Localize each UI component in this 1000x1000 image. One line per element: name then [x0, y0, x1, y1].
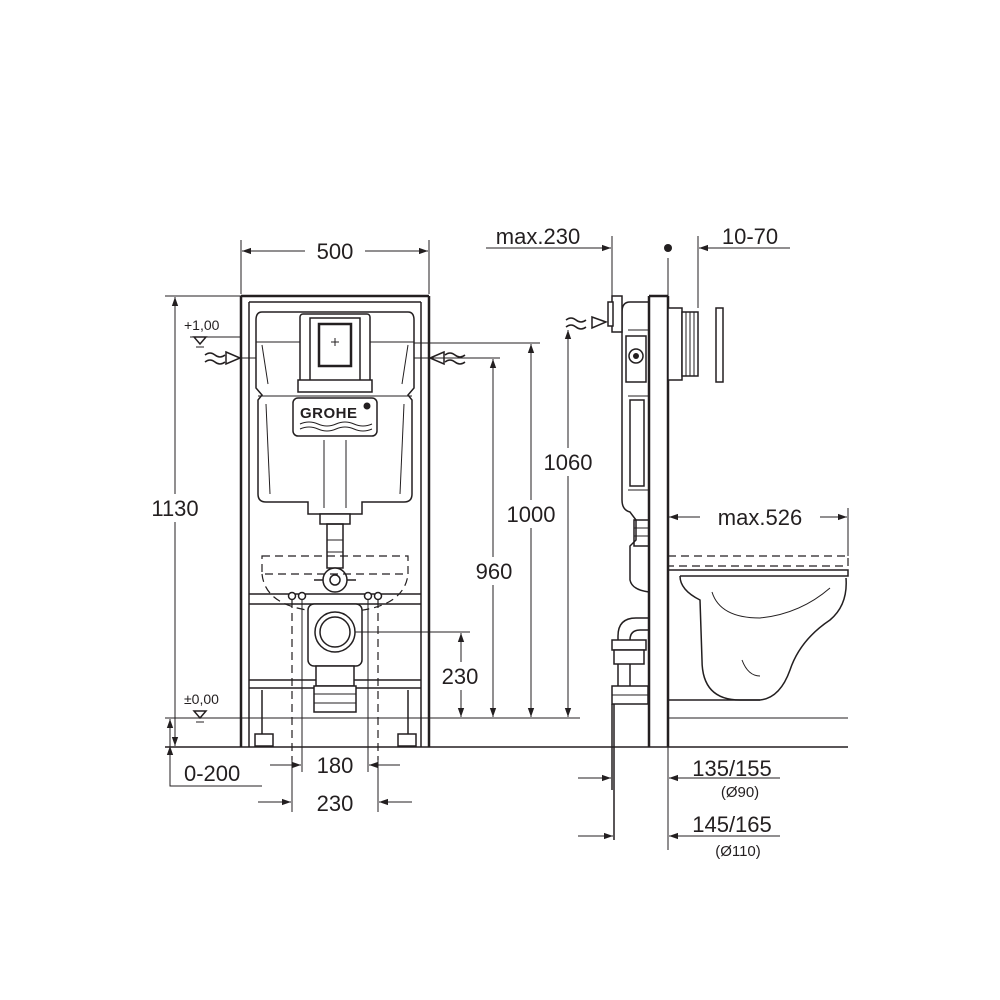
cistern [255, 311, 415, 515]
dimension-0-200: 0-200 [166, 719, 262, 787]
dimension-145-165: 145/165 (Ø110) [578, 812, 780, 860]
svg-text:1000: 1000 [507, 502, 556, 527]
svg-text:230: 230 [317, 791, 354, 816]
dimension-max230: max.230 [486, 224, 613, 296]
svg-text:(Ø110): (Ø110) [715, 843, 761, 860]
svg-text:(Ø90): (Ø90) [721, 784, 759, 801]
svg-text:1130: 1130 [151, 496, 198, 521]
dimension-max526: max.526 [669, 503, 849, 556]
front-view: GROHE [140, 238, 848, 816]
dimension-1060: 1060 [536, 330, 600, 717]
svg-text:GROHE: GROHE [300, 405, 358, 422]
svg-text:500: 500 [317, 239, 354, 264]
side-view: max.230 10-70 max.526 135/155 (Ø90) 145/… [486, 224, 849, 860]
svg-text:960: 960 [476, 559, 513, 584]
water-inlet-left [204, 350, 256, 366]
svg-text:10-70: 10-70 [722, 224, 778, 249]
dimension-135-155: 135/155 (Ø90) [578, 756, 780, 801]
water-inlet-side [565, 315, 609, 330]
dimension-230-vertical: 230 [355, 631, 488, 717]
flush-pipe [314, 513, 356, 593]
drain-elbow [307, 603, 363, 713]
level-marker-top: +1,00 [184, 317, 241, 348]
svg-text:180: 180 [317, 753, 354, 778]
svg-text:±0,00: ±0,00 [184, 691, 219, 707]
svg-text:135/155: 135/155 [692, 756, 772, 781]
dimension-1130: 1130 [140, 295, 241, 746]
wc-bowl [668, 555, 849, 701]
svg-text:230: 230 [442, 664, 479, 689]
level-marker-bottom: ±0,00 [184, 691, 219, 723]
dimension-230-horizontal: 230 [258, 760, 412, 816]
flush-connector [667, 307, 724, 383]
svg-text:max.526: max.526 [718, 505, 802, 530]
svg-text:max.230: max.230 [496, 224, 580, 249]
drain-elbow-side [611, 617, 649, 840]
dimension-500: 500 [240, 238, 430, 294]
dimension-1000: 1000 [414, 342, 564, 717]
svg-text:+1,00: +1,00 [184, 317, 220, 333]
dimension-10-70: 10-70 [697, 224, 790, 308]
dimension-960: 960 [414, 357, 520, 717]
svg-text:1060: 1060 [544, 450, 593, 475]
grohe-logo: GROHE [292, 397, 378, 437]
svg-text:0-200: 0-200 [184, 761, 240, 786]
cistern-side [607, 295, 650, 593]
svg-text:145/165: 145/165 [692, 812, 772, 837]
dimension-180: 180 [270, 600, 400, 778]
